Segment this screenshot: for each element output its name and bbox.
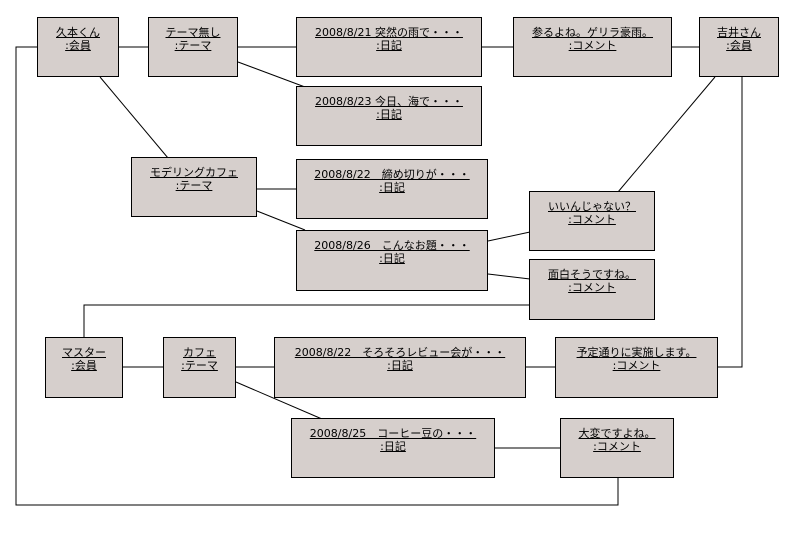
node-type: :日記 [387, 359, 413, 372]
comment-iinjanai[interactable]: いいんじゃない？:コメント [529, 191, 655, 251]
link-diary-0826-comment-iinjanai [487, 231, 531, 242]
theme-cafe[interactable]: カフェ:テーマ [163, 337, 236, 398]
node-type: :日記 [376, 108, 402, 121]
node-type: :テーマ [174, 39, 212, 52]
link-cafe-diary-0825 [235, 381, 323, 420]
node-type: :日記 [379, 181, 405, 194]
link-modeling-diary-0826 [256, 210, 306, 231]
diary-0822-shimekiri[interactable]: 2008/8/22 締め切りが・・・:日記 [296, 159, 488, 219]
node-name: 予定通りに実施します。 [576, 346, 697, 359]
node-type: :会員 [65, 39, 91, 52]
node-name: 2008/8/26 こんなお題・・・ [314, 239, 470, 252]
node-name: カフェ [183, 346, 216, 359]
node-name: 吉井さん [717, 26, 761, 39]
member-kumoto[interactable]: 久本くん:会員 [37, 17, 119, 77]
comment-omoshiro[interactable]: 面白そうですね。:コメント [529, 259, 655, 320]
node-type: :コメント [568, 39, 617, 52]
diary-0825[interactable]: 2008/8/25 コーヒー豆の・・・:日記 [291, 418, 495, 478]
node-name: 参るよね。ゲリラ豪雨。 [532, 26, 653, 39]
node-type: :コメント [593, 440, 641, 453]
node-name: テーマ無し [165, 26, 221, 39]
node-name: 2008/8/23 今日、海で・・・ [315, 95, 463, 108]
node-type: :会員 [71, 359, 97, 372]
member-master[interactable]: マスター:会員 [45, 337, 123, 398]
comment-yotei[interactable]: 予定通りに実施します。:コメント [555, 337, 718, 398]
diary-0823[interactable]: 2008/8/23 今日、海で・・・:日記 [296, 86, 482, 146]
node-type: :日記 [380, 440, 406, 453]
link-yoshii-comment-yotei [718, 77, 743, 368]
link-theme-none-diary-0823 [237, 61, 306, 88]
link-yoshii-comment-iinjanai [617, 76, 716, 193]
comment-taihen[interactable]: 大変ですよね。:コメント [560, 418, 674, 478]
node-name: 久本くん [56, 26, 100, 39]
node-name: 2008/8/22 そろそろレビュー会が・・・ [294, 346, 506, 359]
node-type: :コメント [568, 281, 616, 294]
theme-modeling-cafe[interactable]: モデリングカフェ:テーマ [131, 157, 257, 217]
diary-0821[interactable]: 2008/8/21 突然の雨で・・・:日記 [296, 17, 482, 77]
link-kumoto-modeling [99, 76, 169, 159]
node-name: 2008/8/22 締め切りが・・・ [314, 168, 470, 181]
node-name: いいんじゃない？ [548, 200, 636, 213]
node-name: 2008/8/21 突然の雨で・・・ [315, 26, 463, 39]
theme-none[interactable]: テーマ無し:テーマ [148, 17, 238, 77]
node-name: マスター [62, 346, 106, 359]
node-type: :テーマ [175, 179, 213, 192]
node-name: 大変ですよね。 [578, 427, 656, 440]
node-type: :日記 [376, 39, 402, 52]
node-name: 面白そうですね。 [548, 268, 636, 281]
diary-0822-review[interactable]: 2008/8/22 そろそろレビュー会が・・・:日記 [274, 337, 526, 398]
node-name: モデリングカフェ [150, 166, 238, 179]
node-type: :コメント [612, 359, 661, 372]
node-type: :コメント [568, 213, 616, 226]
link-diary-0826-comment-omoshiro [487, 273, 531, 280]
member-yoshii[interactable]: 吉井さん:会員 [699, 17, 779, 77]
node-type: :会員 [726, 39, 752, 52]
link-kumoto-comment-taihen [15, 46, 619, 506]
diary-0826[interactable]: 2008/8/26 こんなお題・・・:日記 [296, 230, 488, 291]
comment-guerrilla[interactable]: 参るよね。ゲリラ豪雨。:コメント [513, 17, 672, 77]
node-type: :テーマ [181, 359, 218, 372]
node-type: :日記 [379, 252, 405, 265]
link-master-comment-omoshiro [83, 304, 530, 338]
node-name: 2008/8/25 コーヒー豆の・・・ [309, 427, 477, 440]
